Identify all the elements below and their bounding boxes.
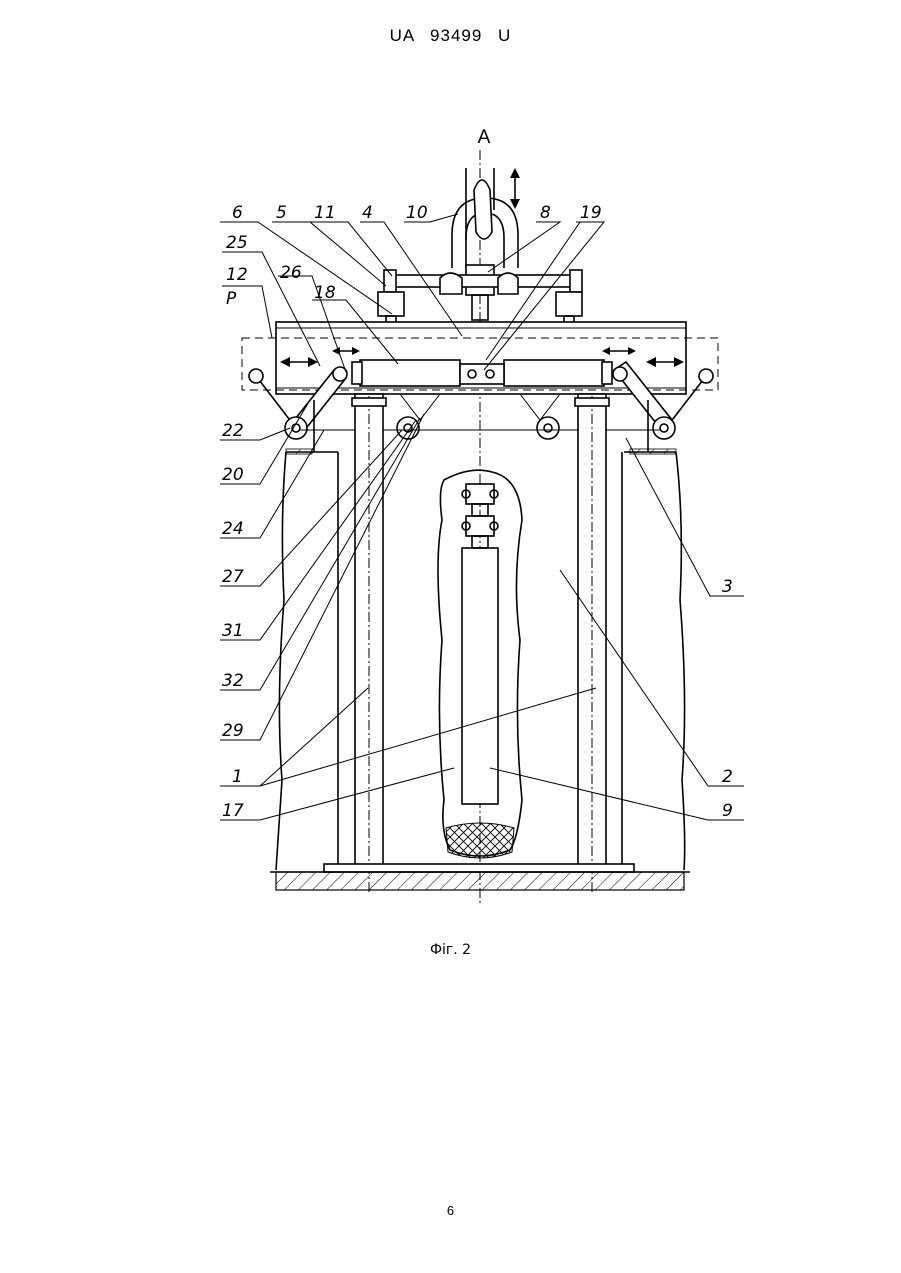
hook-shackle [452, 168, 518, 268]
view-label: A [478, 127, 491, 148]
label-4: 4 [362, 203, 373, 223]
label-p: P [226, 289, 237, 309]
label-26: 26 [280, 263, 302, 283]
label-8: 8 [540, 203, 551, 223]
label-29: 29 [222, 721, 244, 741]
label-11: 11 [314, 203, 336, 223]
cylinder-18-left [360, 360, 460, 386]
label-18: 18 [314, 283, 336, 303]
label-6: 6 [232, 203, 243, 223]
label-2: 2 [722, 767, 733, 787]
floor-hatch [276, 872, 684, 890]
label-1: 1 [232, 767, 243, 787]
coupling-19 [460, 364, 504, 384]
label-22: 22 [222, 421, 244, 441]
label-5: 5 [276, 203, 287, 223]
label-24: 24 [222, 519, 244, 539]
cylinder-18-right [504, 360, 604, 386]
label-12: 12 [226, 265, 248, 285]
gripper-17 [462, 548, 498, 804]
cross-bar-11 [392, 275, 580, 287]
label-31: 31 [222, 621, 244, 641]
block-5-left [378, 292, 404, 316]
page-number: 6 [0, 1203, 901, 1218]
label-32: 32 [222, 671, 244, 691]
label-10: 10 [406, 203, 428, 223]
label-20: 20 [222, 465, 244, 485]
label-19: 19 [580, 203, 602, 223]
label-25: 25 [226, 233, 248, 253]
block-5-right [556, 292, 582, 316]
vertical-arrow [510, 168, 520, 209]
label-9: 9 [722, 801, 733, 821]
label-27: 27 [222, 567, 244, 587]
label-3: 3 [722, 577, 733, 597]
base-plate [324, 864, 634, 872]
label-17: 17 [222, 801, 244, 821]
figure-caption: Фіг. 2 [0, 942, 901, 958]
